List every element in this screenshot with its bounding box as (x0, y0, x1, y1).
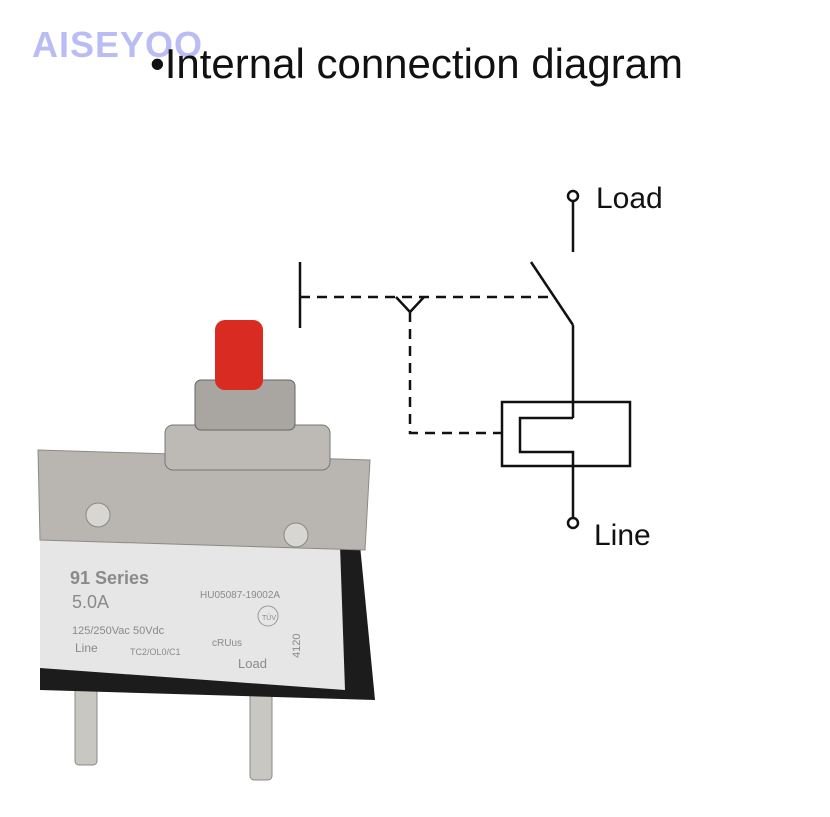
series-text: 91 Series (70, 568, 149, 588)
switch-blade (529, 261, 575, 326)
cert-code-text: HU05087-19002A (200, 590, 280, 601)
voltage-text: 125/250Vac 50Vdc (72, 625, 165, 637)
reset-button (215, 320, 263, 390)
date-code-text: 4120 (291, 634, 303, 658)
brand-logo: AISEYOO (32, 24, 204, 65)
line-terminal-node (566, 516, 580, 530)
line-text: Line (75, 641, 98, 655)
rating-text: 5.0A (72, 592, 109, 612)
page-title: •Internal connection diagram (150, 40, 684, 87)
hex-nut (164, 424, 331, 471)
rivet (283, 522, 309, 548)
load-terminal-node (566, 189, 580, 203)
model-code-text: TC2/OL0/C1 (130, 647, 181, 657)
load-label: Load (596, 182, 663, 215)
label-face (40, 540, 345, 690)
linkage-junction (395, 296, 425, 314)
circuit-breaker-photo: 91 Series 5.0A HU05087-19002A 125/250Vac… (37, 320, 375, 781)
schematic-diagram (298, 189, 632, 530)
load-text: Load (238, 656, 267, 671)
load-terminal (249, 689, 273, 781)
thermal-linkage (408, 312, 502, 435)
ul-mark: cRUus (212, 638, 242, 649)
bimetal-element (518, 416, 575, 518)
tuv-circle (257, 605, 279, 627)
rivet (85, 502, 111, 528)
tuv-mark: TÜV (262, 614, 276, 622)
line-label: Line (594, 519, 651, 552)
